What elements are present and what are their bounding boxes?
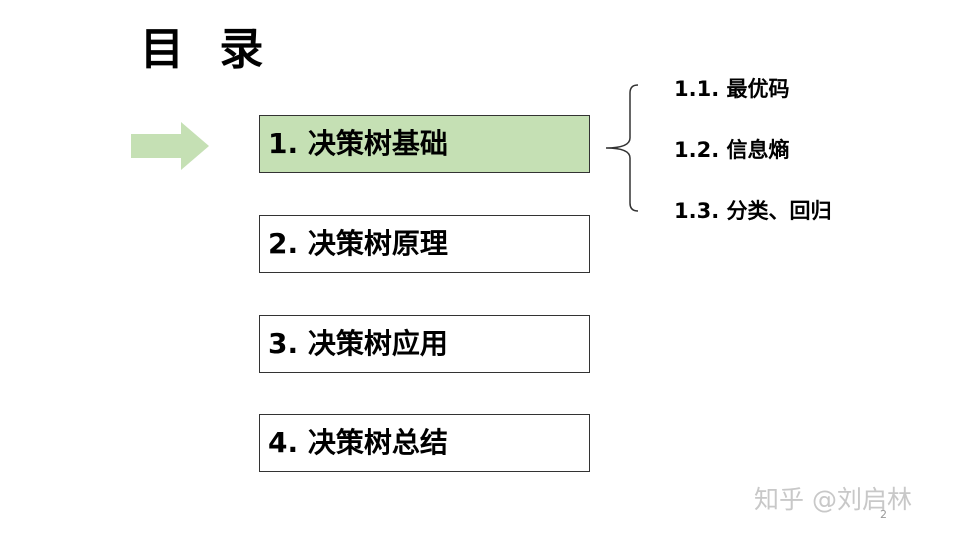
toc-item-label: 3. 决策树应用 [268,327,448,360]
toc-item-principles[interactable]: 2. 决策树原理 [259,215,590,273]
toc-item-label: 2. 决策树原理 [268,227,448,260]
toc-item-label: 4. 决策树总结 [268,426,448,459]
subtopic-classification-regression: 1.3. 分类、回归 [674,199,832,223]
subtopic-optimal-code: 1.1. 最优码 [674,77,790,101]
page-title: 目 录 [140,24,274,75]
left-brace-icon [605,84,639,212]
toc-item-label: 1. 决策树基础 [268,127,448,160]
toc-item-applications[interactable]: 3. 决策树应用 [259,315,590,373]
page-number: 2 [880,508,887,521]
subtopic-entropy: 1.2. 信息熵 [674,138,790,162]
right-arrow-icon [131,122,209,170]
toc-item-summary[interactable]: 4. 决策树总结 [259,414,590,472]
watermark: 知乎 @刘启林 [754,485,912,514]
toc-item-basics[interactable]: 1. 决策树基础 [259,115,590,173]
